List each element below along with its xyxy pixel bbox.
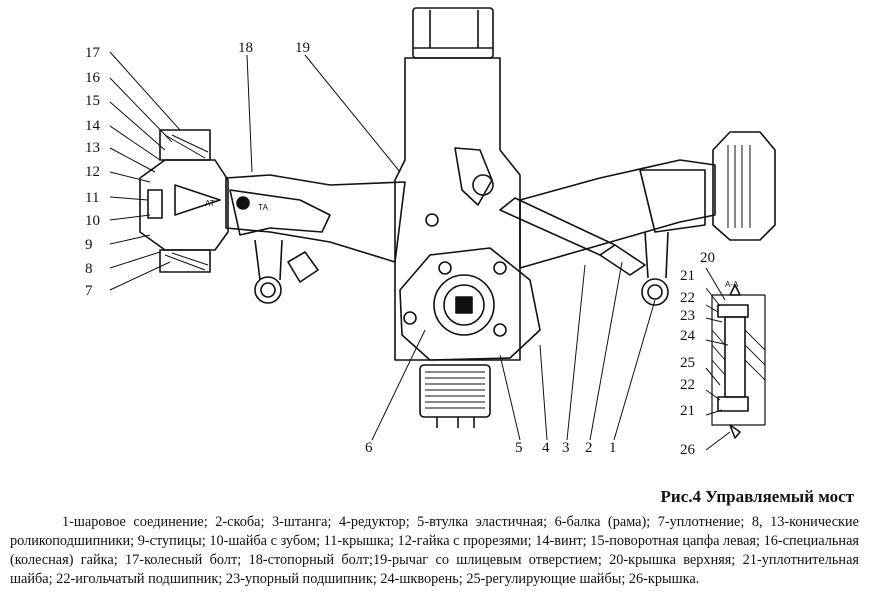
- part-label: 15: [85, 93, 100, 109]
- right-joint: [641, 278, 669, 306]
- part-label: 22: [680, 290, 695, 306]
- part-label: 21: [680, 268, 695, 284]
- part-label: 17: [85, 45, 101, 61]
- section-aa: [711, 294, 766, 426]
- mark-ta: ТА: [258, 203, 269, 212]
- part-label: 5: [515, 440, 523, 456]
- right-labels: 20 21 22 23 24 25 22 21 26 А-А: [680, 250, 739, 458]
- part-label: 18: [238, 40, 253, 56]
- part-label: 19: [295, 40, 310, 56]
- left-hub: [139, 159, 229, 251]
- part-label: 20: [700, 250, 715, 266]
- part-label: 22: [680, 377, 695, 393]
- section-label: А-А: [725, 280, 739, 289]
- pillar-body: [394, 57, 521, 361]
- part-label: 24: [680, 328, 696, 344]
- part-label: 14: [85, 118, 101, 134]
- part-label: 26: [680, 442, 696, 458]
- bottom-labels: 6 5 4 3 2 1: [365, 440, 617, 456]
- part-label: 25: [680, 355, 695, 371]
- beam-right: [519, 159, 716, 269]
- part-label: 1: [609, 440, 617, 456]
- mark-at: АТ: [205, 199, 215, 208]
- part-label: 16: [85, 70, 101, 86]
- part-label: 10: [85, 213, 100, 229]
- left-joint: [254, 276, 282, 304]
- part-label: 9: [85, 237, 93, 253]
- figure-title: Рис.4 Управляемый мост: [660, 487, 854, 506]
- part-label: 2: [585, 440, 593, 456]
- top-flange: [412, 7, 494, 59]
- left-bracket: [287, 251, 319, 283]
- right-hub: [712, 131, 776, 241]
- right-lever: [639, 169, 706, 233]
- figure-legend: 1-шаровое соединение; 2-скоба; 3-штанга;…: [10, 514, 859, 587]
- top-labels: 18 19: [238, 40, 310, 56]
- part-label: 3: [562, 440, 570, 456]
- part-label: 6: [365, 440, 373, 456]
- part-label: 12: [85, 164, 100, 180]
- part-label: 23: [680, 308, 695, 324]
- left-lever: [229, 189, 331, 236]
- reducer-housing: [399, 247, 541, 361]
- elastic-bushing: [419, 364, 491, 418]
- reducer-hub: [433, 274, 495, 336]
- beam-left: [225, 174, 406, 263]
- part-label: 7: [85, 283, 93, 299]
- part-label: 11: [85, 190, 99, 206]
- part-label: 8: [85, 261, 93, 277]
- axle-drawing: 17 16 15 14 13 12 11 10 9 8 7 18 19 20 2…: [85, 7, 776, 458]
- left-labels: 17 16 15 14 13 12 11 10 9 8 7: [85, 45, 101, 299]
- part-label: 21: [680, 403, 695, 419]
- part-label: 4: [542, 440, 550, 456]
- part-label: 13: [85, 140, 100, 156]
